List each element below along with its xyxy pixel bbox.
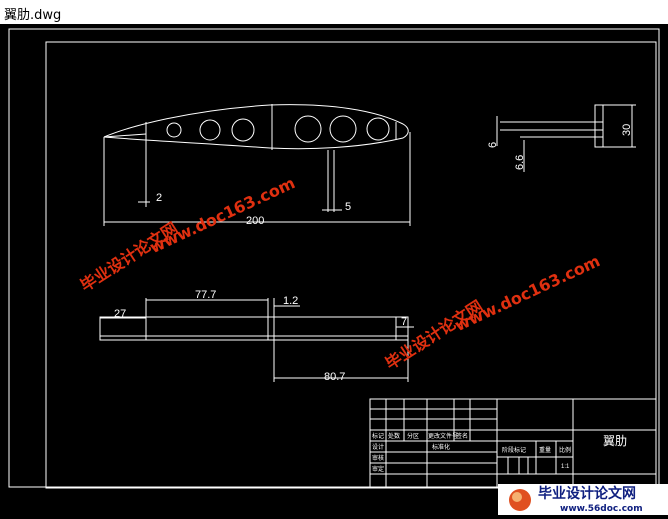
tb-cell: 标准化	[432, 443, 450, 451]
dim-30: 30	[621, 124, 633, 136]
section-view	[496, 104, 636, 172]
tb-scale-label: 比例	[559, 446, 571, 454]
window-titlebar: 翼肋.dwg	[0, 0, 668, 24]
logo-text: 毕业设计论文网	[538, 485, 636, 502]
dim-2: 2	[156, 192, 162, 204]
tb-weight-label: 重量	[539, 446, 551, 454]
tb-cell: 更改文件号	[428, 432, 458, 440]
logo-url: www.56doc.com	[560, 504, 643, 514]
tb-cell: 审定	[372, 465, 384, 473]
dim-77-7: 77.7	[195, 289, 216, 301]
title-block-rows: 设计 标准化 审核 审定 阶段标记 重量 比例 1:1	[372, 443, 571, 473]
tb-cell: 设计	[372, 443, 384, 451]
dim-80-7: 80.7	[324, 371, 345, 383]
tb-stage-label: 阶段标记	[502, 446, 526, 454]
dim-200: 200	[246, 215, 264, 227]
inner-frame	[45, 41, 657, 489]
watermark-2: 毕业设计论文网	[77, 218, 181, 295]
watermark-site: 毕业设计论文网	[77, 218, 181, 295]
tb-cell: 分区	[407, 432, 419, 440]
dim-7: 7	[401, 316, 407, 328]
drawing-canvas[interactable]: 2 5 200 77.7 1.2 27 7 80.7 6 6.6	[0, 24, 668, 515]
dim-5: 5	[345, 201, 351, 213]
window-title: 翼肋.dwg	[4, 8, 62, 23]
watermark-url: www.doc163.com	[452, 251, 603, 335]
tb-cell: 处数	[388, 432, 400, 440]
watermark-1: www.doc163.com	[147, 173, 298, 257]
title-block-row1: 标记 处数 分区 更改文件号 签名	[372, 432, 468, 440]
outer-frame	[8, 28, 660, 488]
tb-scale-value: 1:1	[561, 464, 570, 470]
dim-27: 27	[114, 308, 126, 320]
watermark-site: 毕业设计论文网	[382, 296, 486, 373]
tb-cell: 签名	[456, 432, 468, 440]
title-block-part-name: 翼肋	[603, 433, 627, 448]
dim-1-2: 1.2	[283, 295, 298, 307]
dimensions-top	[103, 132, 411, 226]
drawing-viewport[interactable]: 2 5 200 77.7 1.2 27 7 80.7 6 6.6	[0, 24, 668, 515]
watermark-4: 毕业设计论文网	[382, 296, 486, 373]
site-logo: 毕业设计论文网 www.56doc.com	[498, 484, 668, 515]
watermark-3: www.doc163.com	[452, 251, 603, 335]
dim-6-6: 6.6	[514, 155, 526, 170]
watermark-url: www.doc163.com	[147, 173, 298, 257]
tb-cell: 审核	[372, 454, 384, 462]
rib-side-view	[99, 298, 414, 382]
tb-cell: 标记	[372, 432, 384, 440]
airfoil-rib-view	[103, 104, 409, 212]
dim-6: 6	[487, 142, 499, 148]
